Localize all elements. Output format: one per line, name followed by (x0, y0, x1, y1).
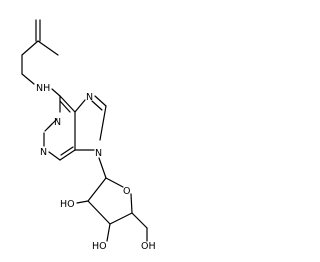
n1-label: N (54, 117, 61, 128)
n7-label: N (86, 92, 93, 103)
molecule-structure-diagram: NH N N N N O HO HO OH (21, 19, 156, 252)
hydroxyl-3-label: HO (92, 241, 107, 252)
bond-n1-c2-inner (44, 123, 53, 132)
hydroxyl-5-label: OH (141, 241, 156, 252)
ring-oxygen-label: O (123, 186, 130, 197)
imidazole-ring-bonds (74, 95, 107, 151)
bond-n3-c4 (48, 151, 61, 161)
structure-canvas: NH N N N N O HO HO OH (21, 19, 156, 252)
bond-c6-c5 (59, 95, 76, 113)
chain-bond-1 (21, 40, 39, 56)
bond-c4-c5-inner (60, 146, 74, 156)
bond-c1-o (105, 177, 124, 188)
amine-nh-label: NH (36, 83, 50, 94)
bond-c4-c3 (109, 212, 133, 225)
methyl-bond (37, 40, 59, 56)
bond-c6-exo-inner (59, 100, 71, 113)
bond-o-c4 (130, 193, 133, 214)
hydroxyl-2-label: HO (60, 199, 75, 210)
chain-bond-3 (21, 73, 35, 85)
bond-c4-c5 (59, 149, 76, 161)
bond-c5-n7 (74, 99, 86, 113)
bond-n9-c1 (98, 157, 107, 179)
n9-label: N (95, 148, 102, 159)
side-chain-bonds (21, 19, 61, 97)
bond-c2-oh (76, 200, 89, 204)
pyrimidine-ring-bonds (43, 95, 76, 161)
bond-c3-oh (106, 223, 111, 242)
bond-c3-c2 (87, 200, 111, 225)
bond-n7-c8 (94, 95, 107, 107)
amine-bond (51, 88, 61, 97)
bond-c2-c1 (87, 177, 107, 202)
bond-n7-c8-inner (91, 100, 103, 111)
n3-label: N (40, 147, 47, 158)
bond-c4-c5 (131, 212, 148, 229)
ribose-bonds (76, 157, 148, 242)
bond-c8-n9 (99, 105, 107, 141)
